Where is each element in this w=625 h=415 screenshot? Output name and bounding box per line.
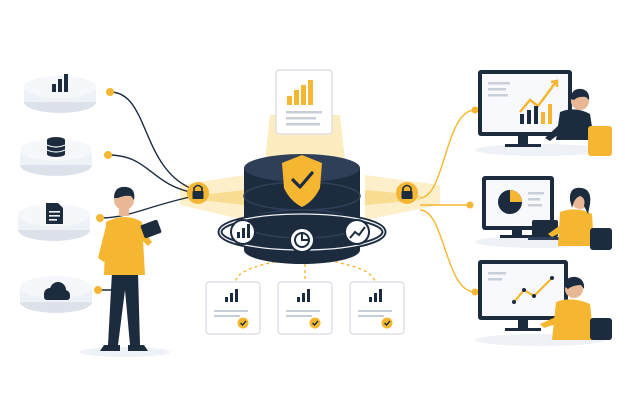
- source-platform-database: [20, 137, 92, 176]
- consumer-connector-nodes: [466, 106, 479, 296]
- pie-chart-icon: [498, 190, 544, 214]
- source-platform-document: [18, 203, 90, 241]
- line-chart-rising-icon: [488, 79, 559, 124]
- bar-chart-icon: [369, 289, 382, 302]
- hub-report-card: [275, 69, 333, 135]
- report-card-2: [277, 281, 333, 335]
- pie-chart-icon: [289, 227, 315, 253]
- consumer-workstation-1: [475, 70, 612, 156]
- check-icon: [381, 317, 393, 329]
- line-chart-icon: [488, 272, 554, 304]
- padlock-icon-left: [187, 182, 209, 204]
- consumer-workstation-2: [475, 176, 612, 250]
- trend-line-icon: [344, 219, 370, 245]
- report-card-1: [205, 281, 261, 335]
- database-icon: [46, 137, 66, 157]
- shield-check-icon: [282, 155, 322, 207]
- check-icon: [309, 317, 321, 329]
- check-icon: [237, 317, 249, 329]
- bar-chart-icon: [52, 74, 68, 92]
- padlock-icon-right: [396, 182, 418, 204]
- connector-nodes: [94, 88, 114, 294]
- source-platform-bar-chart: [24, 74, 96, 113]
- bar-chart-icon: [225, 289, 238, 302]
- central-data-hub: [217, 154, 387, 264]
- report-connectors: [234, 249, 376, 283]
- source-platform-cloud: [20, 276, 92, 313]
- bar-chart-icon: [297, 289, 310, 302]
- bar-chart-icon: [287, 80, 313, 105]
- report-card-3: [349, 281, 405, 335]
- bar-chart-icon: [230, 219, 256, 245]
- source-connectors: [98, 91, 196, 291]
- analyst-person: [80, 186, 170, 357]
- cloud-icon: [44, 282, 70, 300]
- document-icon: [46, 203, 63, 224]
- consumer-workstation-3: [475, 260, 612, 346]
- consumer-connectors: [419, 109, 476, 293]
